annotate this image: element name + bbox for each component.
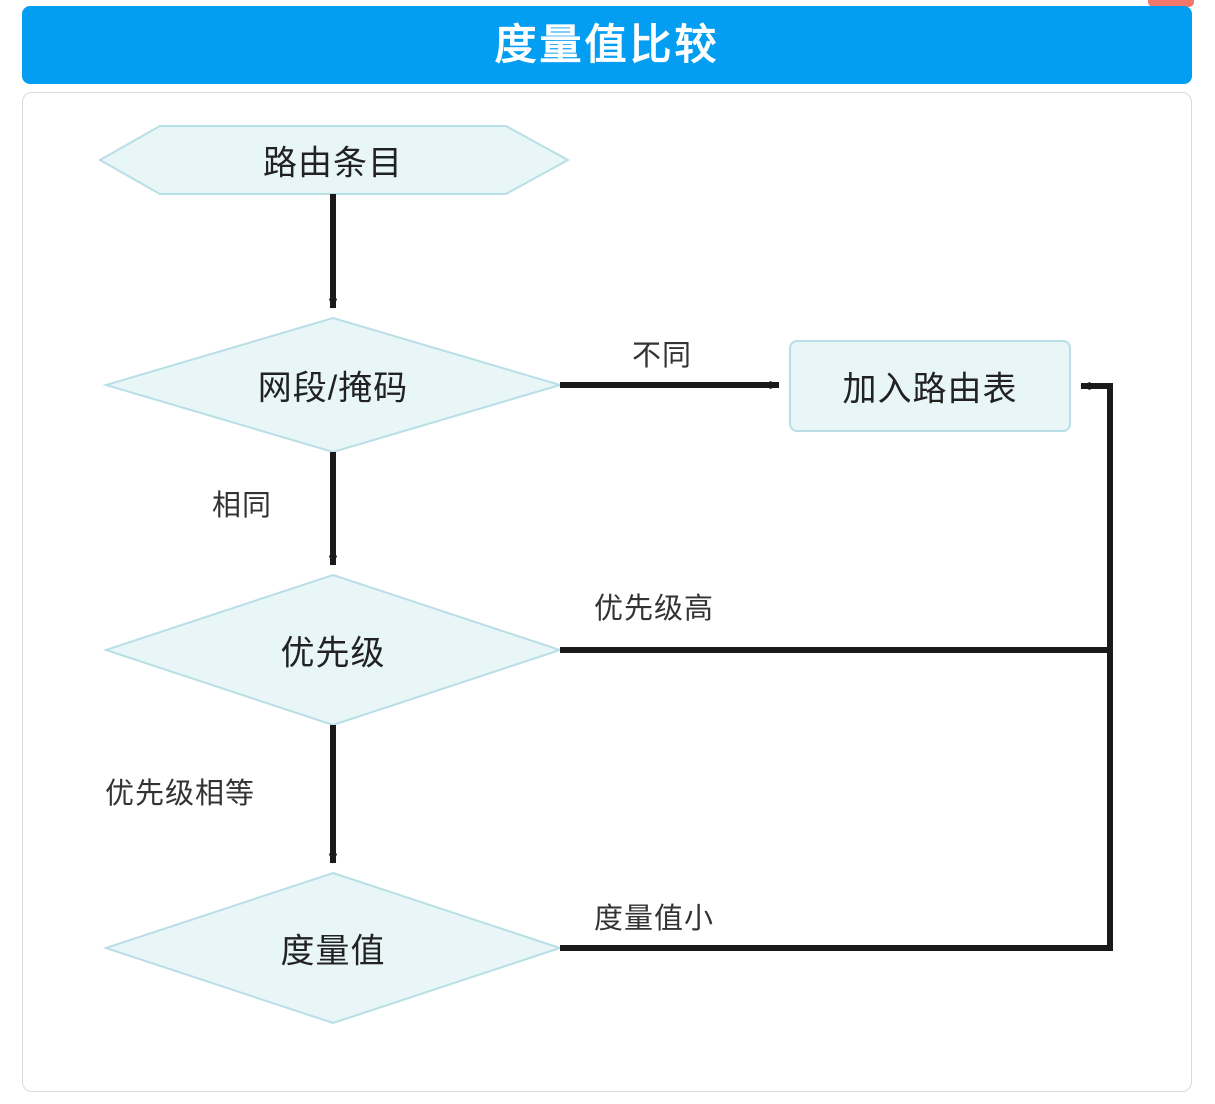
- node-metric-shape: [102, 871, 564, 1025]
- edge-label-equal-priority: 优先级相等: [105, 778, 256, 810]
- node-label-network-mask: 网段/掩码: [257, 369, 409, 408]
- node-route-entry-shape: [97, 125, 571, 195]
- page-header-banner: 度量值比较: [22, 6, 1192, 84]
- edge-metric-to-add-route-table: [560, 650, 1113, 951]
- page-title: 度量值比较: [494, 21, 720, 68]
- edge-label-different: 不同: [632, 340, 693, 372]
- node-label-metric: 度量值: [280, 932, 386, 971]
- node-label-route-entry: 路由条目: [263, 144, 403, 183]
- node-label-priority: 优先级: [280, 634, 386, 673]
- edge-label-higher-priority: 优先级高: [594, 593, 715, 625]
- node-add-route-table-shape: [789, 340, 1071, 432]
- clipped-red-tab: [1148, 0, 1194, 7]
- edge-label-smaller-metric: 度量值小: [594, 903, 715, 935]
- edge-label-same: 相同: [212, 490, 273, 522]
- edge-priority-to-add-route-table: [560, 381, 1113, 653]
- node-label-add-route-table: 加入路由表: [842, 370, 1018, 409]
